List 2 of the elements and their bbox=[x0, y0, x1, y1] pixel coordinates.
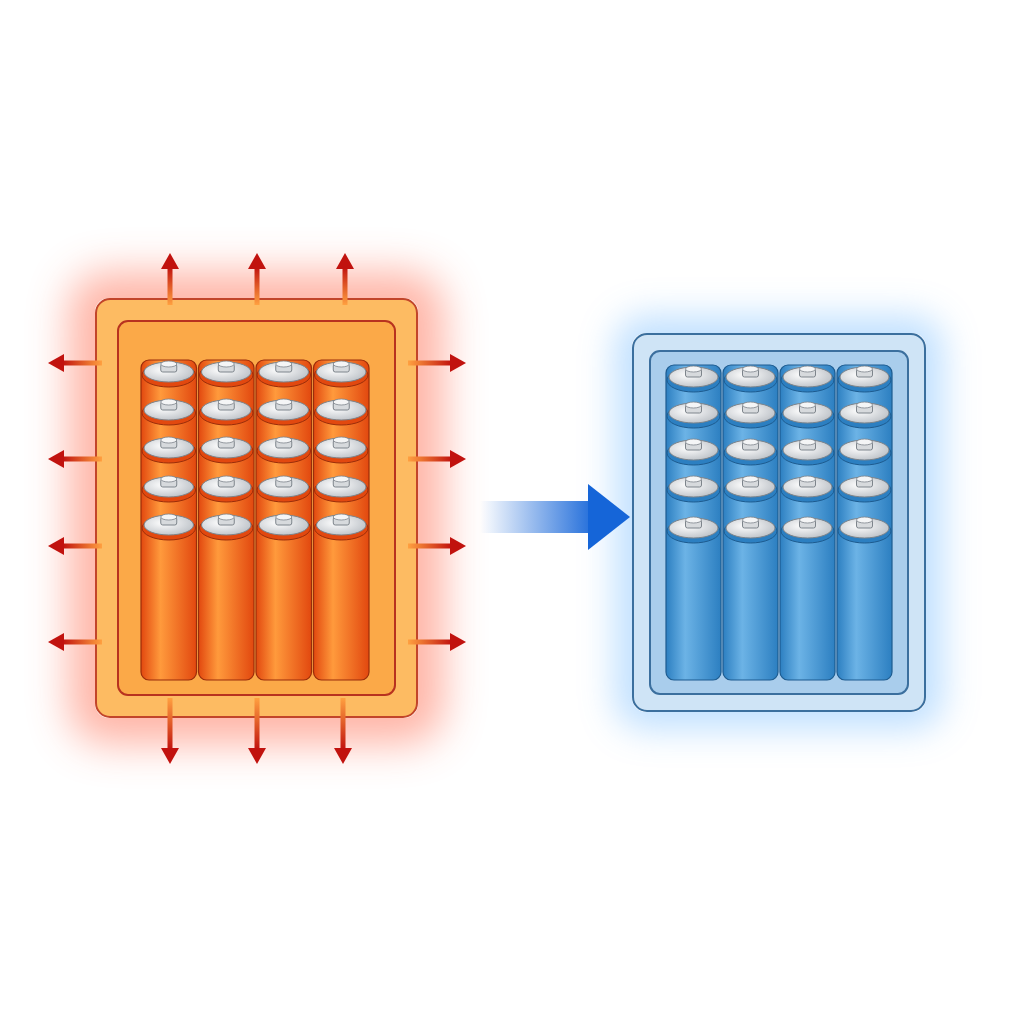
overheating-battery-pack-drawing bbox=[95, 298, 418, 718]
cooled-battery-pack-drawing bbox=[632, 333, 926, 712]
